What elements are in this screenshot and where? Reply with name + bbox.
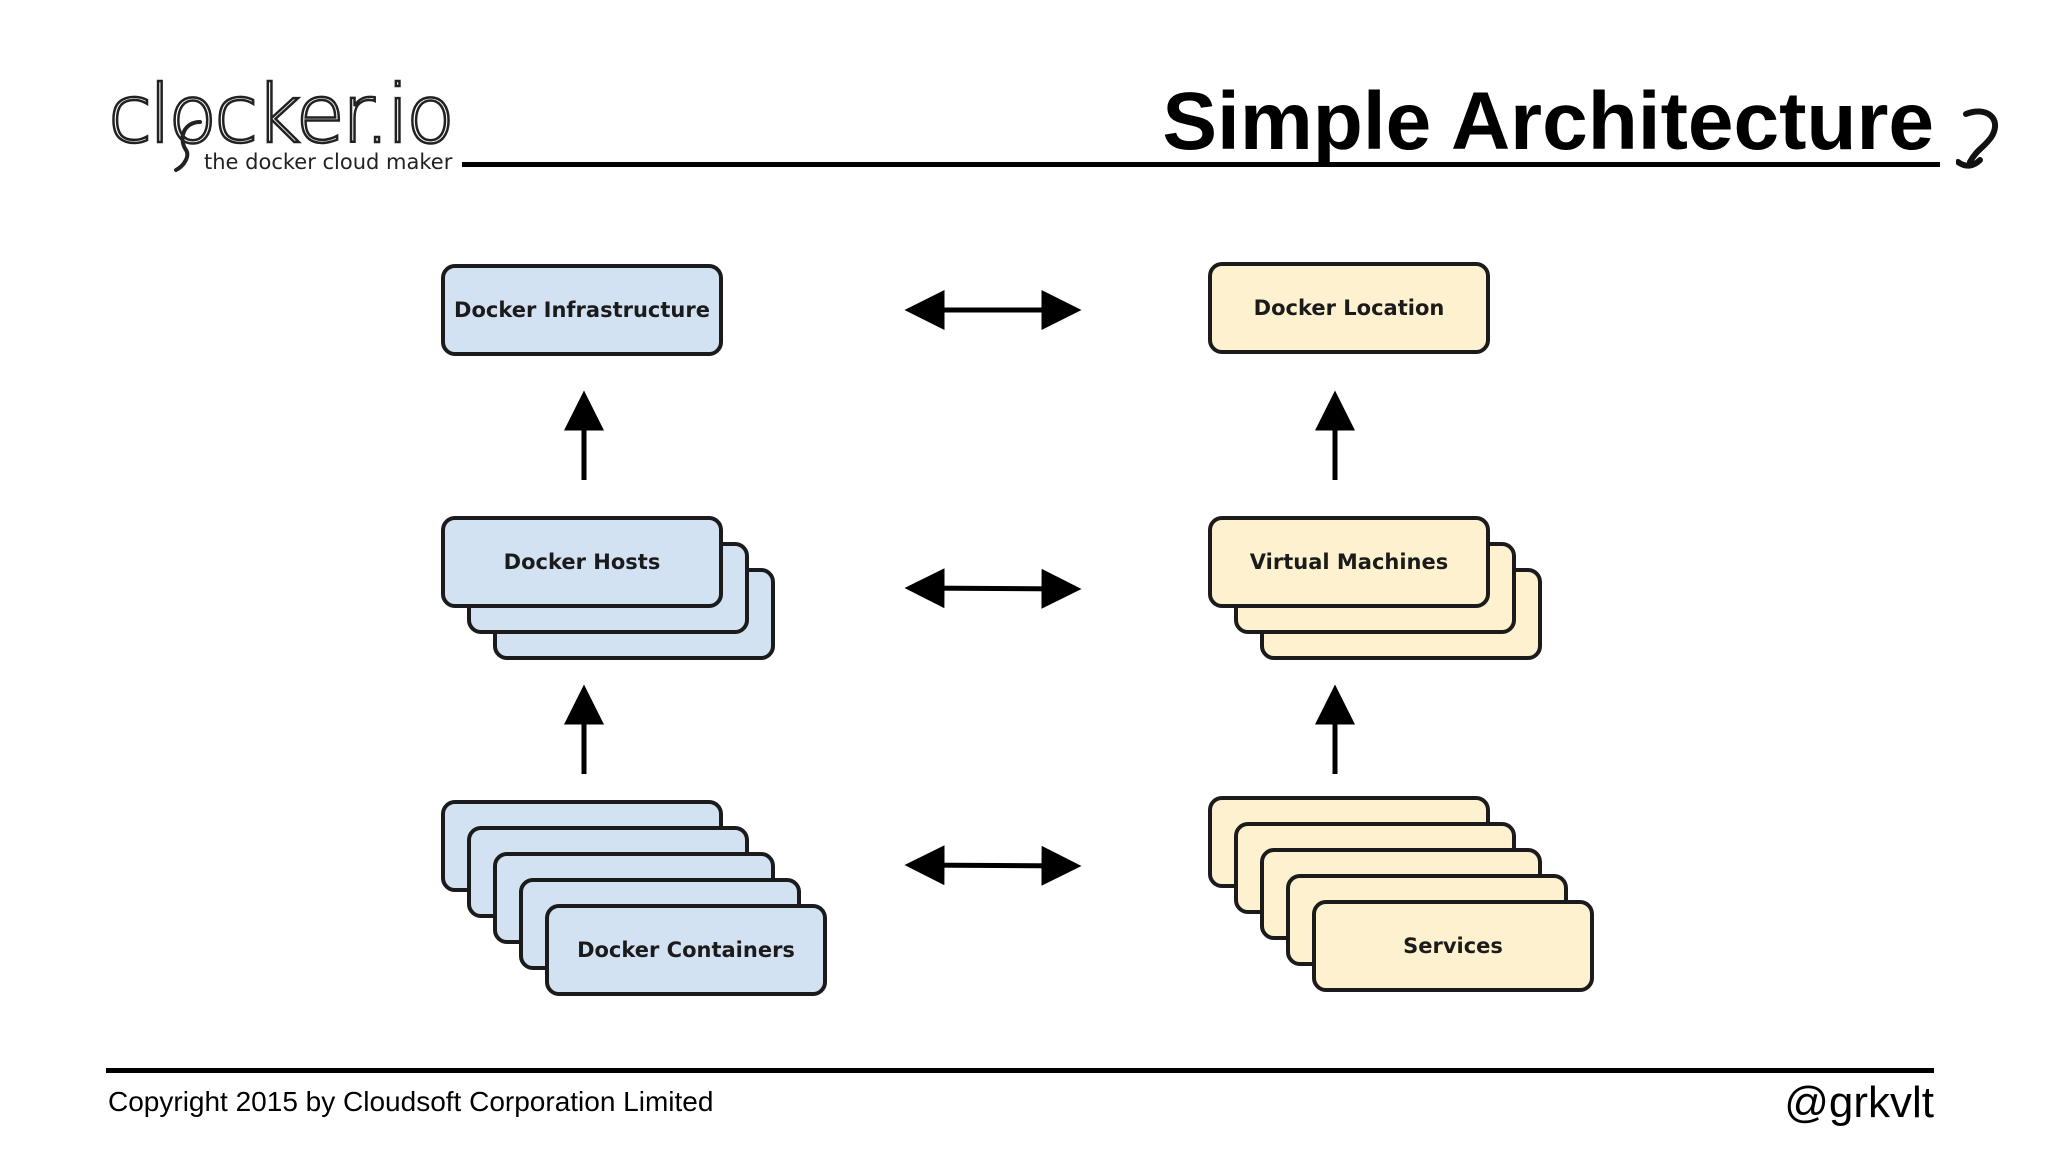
services-box: Services (1312, 900, 1594, 992)
double-arrow-middle (904, 568, 1082, 609)
title-divider (462, 162, 1940, 167)
logo-wordmark: clocker.io (107, 68, 456, 161)
logo-tagline: the docker cloud maker (204, 150, 453, 174)
docker-containers-box: Docker Containers (545, 904, 827, 996)
virtual-machines-label: Virtual Machines (1249, 550, 1449, 574)
docker-hosts-label: Docker Hosts (503, 550, 661, 574)
footer-divider (106, 1068, 1934, 1073)
double-arrow-bottom (904, 845, 1082, 886)
logo: clocker.io the docker cloud maker (107, 68, 456, 180)
slide-title: Simple Architecture (1162, 76, 1934, 167)
virtual-machines-box: Virtual Machines (1208, 516, 1490, 608)
swirl-icon (1956, 108, 1998, 169)
services-label: Services (1403, 934, 1503, 958)
docker-location-box: Docker Location (1208, 262, 1490, 354)
docker-containers-label: Docker Containers (577, 938, 795, 962)
docker-infrastructure-label: Docker Infrastructure (454, 298, 710, 322)
docker-infrastructure-box: Docker Infrastructure (441, 264, 723, 356)
logo-hook-icon (174, 120, 202, 172)
author-handle: @grkvlt (1784, 1078, 1934, 1127)
docker-location-label: Docker Location (1253, 296, 1445, 320)
docker-hosts-box: Docker Hosts (441, 516, 723, 608)
copyright-text: Copyright 2015 by Cloudsoft Corporation … (108, 1086, 714, 1117)
